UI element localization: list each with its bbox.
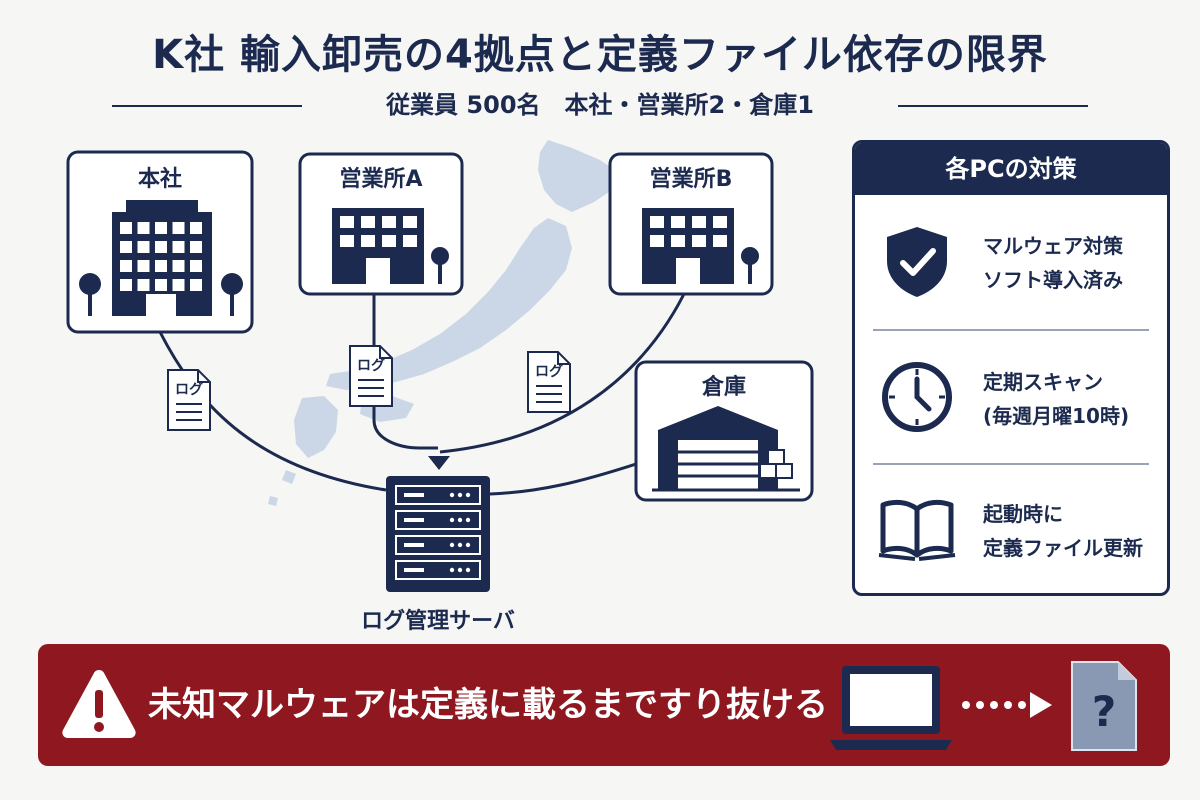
panel-item-scan: 定期スキャン (毎週月曜10時) xyxy=(855,331,1167,461)
link-office-a-server xyxy=(372,294,438,450)
pc-measures-panel: 各PCの対策 マルウェア対策 ソフト導入済み 定期スキャン (毎週月曜10時) xyxy=(852,140,1170,596)
arrow-to-server xyxy=(428,456,450,470)
subtitle: 従業員 500名 本社・営業所2・倉庫1 xyxy=(386,91,814,119)
map-islands xyxy=(268,470,296,506)
panel-divider xyxy=(873,463,1149,465)
panel-item-antimalware: マルウェア対策 ソフト導入済み xyxy=(855,195,1167,325)
site-warehouse: 倉庫 xyxy=(634,360,814,502)
connections xyxy=(158,293,686,496)
hq-windows xyxy=(120,222,202,316)
site-office-b: 営業所B xyxy=(608,152,774,296)
clock-icon xyxy=(882,362,952,432)
link-hq-server xyxy=(158,331,387,492)
unknown-file-icon: ? xyxy=(1071,661,1137,751)
panel-item-scan-line2: (毎週月曜10時) xyxy=(983,404,1130,428)
log-doc-hq: ログ xyxy=(167,369,211,431)
subtitle-row: 従業員 500名 本社・営業所2・倉庫1 xyxy=(112,90,1088,120)
warning-icon xyxy=(62,670,136,738)
map-hokkaido xyxy=(538,140,620,212)
subtitle-rule-right xyxy=(898,105,1088,107)
unknown-file-mark: ? xyxy=(1092,687,1116,736)
site-warehouse-label: 倉庫 xyxy=(701,374,746,400)
panel-header: 各PCの対策 xyxy=(855,143,1167,195)
site-hq: 本社 xyxy=(66,150,254,334)
dotted-arrow-icon xyxy=(962,692,1052,718)
panel-item-definition-update-line1: 起動時に xyxy=(983,502,1063,526)
office-a-windows xyxy=(340,216,417,284)
page-title: K社 輸入卸売の4拠点と定義ファイル依存の限界 xyxy=(152,32,1048,78)
log-server-label: ログ管理サーバ xyxy=(361,608,515,634)
open-book-icon xyxy=(878,499,956,561)
alert-text: 未知マルウェアは定義に載るまですり抜ける xyxy=(148,685,828,725)
log-doc-office-b: ログ xyxy=(527,351,571,413)
panel-item-scan-line1: 定期スキャン xyxy=(983,370,1103,394)
panel-item-definition-update-line2: 定義ファイル更新 xyxy=(983,536,1143,560)
map-kyushu xyxy=(294,396,338,458)
link-office-b-server xyxy=(439,293,686,454)
panel-item-definition-update: 起動時に 定義ファイル更新 xyxy=(855,463,1167,593)
log-doc-office-a: ログ xyxy=(349,345,393,407)
link-warehouse-server xyxy=(489,462,637,496)
site-hq-label: 本社 xyxy=(138,166,182,192)
site-office-a: 営業所A xyxy=(298,152,464,296)
subtitle-rule-left xyxy=(112,105,302,107)
panel-item-antimalware-line1: マルウェア対策 xyxy=(983,234,1123,258)
laptop-icon xyxy=(830,666,952,750)
panel-divider xyxy=(873,329,1149,331)
panel-item-antimalware-line2: ソフト導入済み xyxy=(983,268,1123,292)
log-doc-office-b-label: ログ xyxy=(535,363,563,380)
log-doc-hq-label: ログ xyxy=(175,381,203,398)
log-doc-office-a-label: ログ xyxy=(357,357,385,374)
warehouse-icon xyxy=(652,406,800,492)
site-office-a-label: 営業所A xyxy=(339,166,422,192)
site-office-b-label: 営業所B xyxy=(650,166,733,192)
server-units xyxy=(395,485,481,580)
shield-check-icon xyxy=(887,227,947,297)
alert-banner: 未知マルウェアは定義に載るまですり抜ける ? xyxy=(38,644,1170,766)
log-server-icon xyxy=(386,476,490,592)
office-b-windows xyxy=(650,216,727,284)
